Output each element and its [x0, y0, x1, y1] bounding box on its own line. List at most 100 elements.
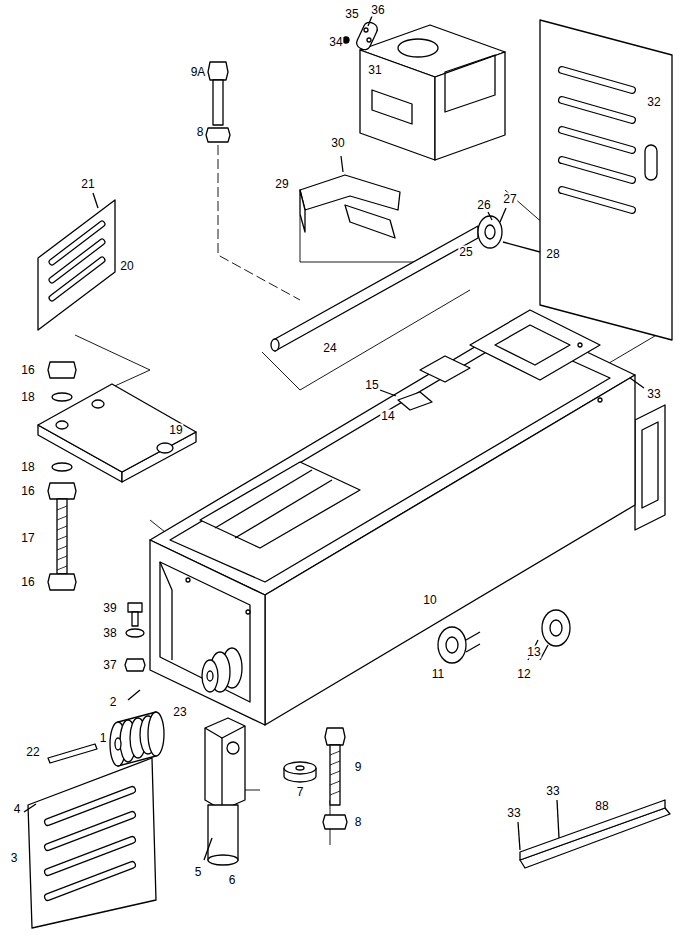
drawing-stroke — [485, 225, 495, 239]
callout-number: 16 — [20, 364, 35, 377]
callout-number: 21 — [80, 178, 95, 191]
shaft — [271, 208, 540, 351]
drawing-stroke — [52, 224, 102, 262]
drawing-stroke — [345, 205, 395, 238]
drawing-stroke — [115, 738, 121, 750]
callout-number: 4 — [13, 803, 22, 816]
drawing-stroke — [550, 620, 562, 636]
drawing-stroke — [132, 612, 138, 626]
callout-number: 27 — [502, 193, 517, 206]
drawing-stroke — [557, 800, 559, 838]
drawing-stroke — [208, 855, 238, 865]
drawing-stroke — [540, 20, 672, 340]
callout-number: 88 — [594, 800, 609, 813]
callout-number: 29 — [274, 178, 289, 191]
drawing-stroke — [93, 193, 98, 208]
callout-number: 9A — [190, 66, 207, 79]
callout-number: 34 — [328, 36, 343, 49]
drawing-stroke — [128, 690, 140, 700]
drawing-stroke — [208, 805, 238, 860]
callout-number: 9 — [354, 761, 363, 774]
callout-number: 37 — [102, 659, 117, 672]
drawing-stroke — [52, 260, 102, 298]
drawing-stroke — [562, 100, 632, 120]
illustration — [24, 16, 672, 928]
clamp-plate — [343, 16, 379, 52]
end-cover — [24, 758, 156, 928]
callout-number: 36 — [370, 4, 385, 17]
bolt — [206, 62, 230, 142]
callout-number: 18 — [20, 391, 35, 404]
drawing-stroke — [48, 574, 76, 590]
drawing-stroke — [398, 392, 432, 410]
drawing-stroke — [275, 226, 478, 351]
drawing-stroke — [300, 175, 400, 210]
drawing-stroke — [438, 627, 466, 663]
callout-number: 19 — [168, 424, 183, 437]
callout-number: 6 — [228, 874, 237, 887]
drawing-stroke — [215, 470, 312, 528]
callout-number: 24 — [322, 342, 337, 355]
drawing-stroke — [208, 62, 228, 80]
callout-number: 13 — [526, 646, 541, 659]
drawing-stroke — [368, 16, 372, 26]
angle-strip — [518, 800, 670, 868]
drawing-stroke — [367, 38, 371, 42]
callout-number: 14 — [380, 410, 395, 423]
drawing-stroke — [330, 751, 340, 795]
drawing-stroke — [213, 80, 223, 125]
drawing-stroke — [355, 20, 380, 51]
drawing-stroke — [520, 808, 670, 868]
drawing-stroke — [221, 738, 222, 810]
drawing-stroke — [364, 28, 368, 32]
drawing-stroke — [205, 726, 245, 738]
drawing-stroke — [48, 865, 132, 897]
drawing-stroke — [48, 362, 76, 378]
drawing-stroke — [372, 90, 412, 124]
drawing-stroke — [562, 190, 632, 210]
drawing-stroke — [125, 659, 145, 671]
drawing-stroke — [157, 443, 173, 453]
leveling-foot — [284, 728, 347, 829]
drawing-stroke — [148, 712, 164, 756]
drawing-stroke — [300, 190, 305, 232]
drawing-stroke — [645, 145, 657, 180]
callout-number: 33 — [506, 807, 521, 820]
bracket — [300, 156, 400, 238]
callout-number: 39 — [102, 602, 117, 615]
machine-bed — [150, 310, 665, 725]
drawing-stroke — [562, 100, 632, 120]
drawing-stroke — [470, 310, 600, 380]
drawing-stroke — [207, 671, 213, 681]
drawing-stroke — [52, 393, 72, 401]
drawing-stroke — [445, 55, 495, 112]
drawing-stroke — [206, 128, 230, 142]
drawing-stroke — [52, 242, 102, 280]
drawing-stroke — [296, 766, 304, 770]
tension-plate — [38, 362, 196, 590]
callout-number: 31 — [367, 64, 382, 77]
drawing-stroke — [218, 145, 300, 300]
drawing-stroke — [52, 224, 102, 298]
drawing-stroke — [204, 838, 212, 860]
motor-box — [360, 25, 505, 160]
drawing-stroke — [446, 637, 458, 653]
callout-number: 38 — [102, 627, 117, 640]
drawing-stroke — [48, 790, 132, 897]
drawing-stroke — [500, 208, 506, 222]
drawing-stroke — [38, 384, 196, 472]
drawing-stroke — [520, 800, 665, 860]
drawing-stroke — [160, 562, 172, 660]
drawing-stroke — [360, 50, 435, 160]
drawing-stroke — [38, 200, 115, 330]
callout-number: 33 — [545, 785, 560, 798]
callout-number: 5 — [194, 866, 203, 879]
drawing-stroke — [562, 70, 632, 90]
drawing-stroke — [542, 610, 570, 646]
callout-number: 2 — [109, 696, 118, 709]
drawing-stroke — [380, 390, 396, 396]
callout-number: 8 — [196, 126, 205, 139]
drawing-stroke — [271, 339, 279, 351]
